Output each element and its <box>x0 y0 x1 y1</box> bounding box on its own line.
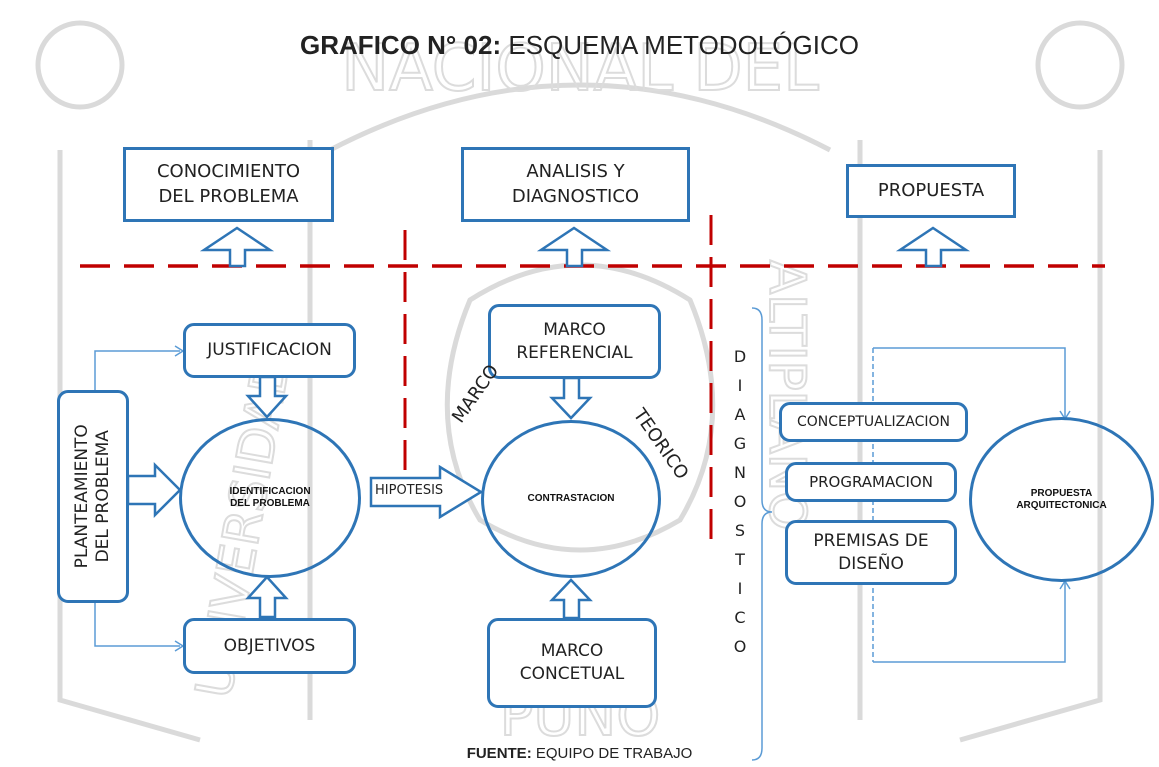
stage-box-conocimiento: CONOCIMIENTO DEL PROBLEMA <box>123 147 334 222</box>
connector-to-justificacion <box>94 350 180 390</box>
up-arrow-icon <box>199 226 275 268</box>
stage-label: PROPUESTA <box>877 179 985 201</box>
connector-loop-top <box>873 347 1066 417</box>
box-planteamiento: PLANTEAMIENTO DEL PROBLEMA <box>57 390 129 603</box>
letter: I <box>737 376 743 395</box>
propuesta-arq-label: PROPUESTA ARQUITECTONICA <box>1016 487 1107 511</box>
title-text: ESQUEMA METODOLÓGICO <box>508 30 859 60</box>
diagnostico-vertical-label: D I A G N O S T I C O <box>728 342 752 661</box>
box-objetivos: OBJETIVOS <box>183 618 356 674</box>
letter: D <box>733 347 747 366</box>
objetivos-label: OBJETIVOS <box>223 635 316 656</box>
ellipse-identificacion: IDENTIFICACION DEL PROBLEMA <box>179 418 361 578</box>
programacion-label: PROGRAMACION <box>809 472 933 491</box>
letter: O <box>733 637 747 656</box>
premisas-label: PREMISAS DE DISEÑO <box>813 530 929 574</box>
identificacion-label: IDENTIFICACION DEL PROBLEMA <box>229 486 311 509</box>
justificacion-label: JUSTIFICACION <box>207 340 332 361</box>
hipotesis-arrow-icon <box>369 464 484 520</box>
planteamiento-label: PLANTEAMIENTO DEL PROBLEMA <box>71 424 113 569</box>
up-arrow-icon <box>245 575 289 619</box>
marco-referencial-label: MARCO REFERENCIAL <box>516 319 633 363</box>
box-programacion: PROGRAMACION <box>785 462 957 502</box>
box-justificacion: JUSTIFICACION <box>183 323 356 378</box>
figure-source: FUENTE: EQUIPO DE TRABAJO <box>0 745 1159 762</box>
connector-loop-bottom <box>873 582 1066 663</box>
box-conceptualizacion: CONCEPTUALIZACION <box>779 402 968 442</box>
connector-to-objetivos <box>94 603 180 647</box>
stage-label: ANALISIS Y DIAGNOSTICO <box>511 161 640 207</box>
contrastacion-label: CONTRASTACION <box>527 493 615 504</box>
letter: N <box>734 463 746 482</box>
box-marco-referencial: MARCO REFERENCIAL <box>488 304 661 379</box>
diagnostico-bracket <box>751 307 773 761</box>
up-arrow-icon <box>536 226 612 268</box>
marco-conceptual-label: MARCO CONCETUAL <box>519 641 625 684</box>
letter: G <box>733 434 747 453</box>
right-arrow-icon <box>126 461 182 519</box>
down-arrow-icon <box>549 376 593 420</box>
diagram-title: GRAFICO N° 02: ESQUEMA METODOLÓGICO <box>0 30 1159 61</box>
ellipse-contrastacion: CONTRASTACION <box>481 420 661 578</box>
up-arrow-icon <box>549 578 593 620</box>
title-label: GRAFICO N° 02: <box>300 30 502 60</box>
box-premisas: PREMISAS DE DISEÑO <box>785 520 957 585</box>
letter: A <box>734 405 746 424</box>
hipotesis-label: HIPOTESIS <box>375 483 444 498</box>
stage-label: CONOCIMIENTO DEL PROBLEMA <box>156 161 301 207</box>
box-marco-conceptual: MARCO CONCETUAL <box>487 618 657 708</box>
ellipse-propuesta-arquitectonica: PROPUESTA ARQUITECTONICA <box>969 417 1154 582</box>
conceptualizacion-label: CONCEPTUALIZACION <box>797 413 950 430</box>
letter: C <box>734 608 746 627</box>
stage-box-propuesta: PROPUESTA <box>846 164 1016 218</box>
watermark-text-top: NACIONAL DEL <box>341 32 819 106</box>
source-label: FUENTE: <box>466 745 532 762</box>
up-arrow-icon <box>895 226 971 268</box>
stage-box-analisis: ANALISIS Y DIAGNOSTICO <box>461 147 690 222</box>
letter: S <box>734 521 746 540</box>
letter: O <box>733 492 747 511</box>
letter: T <box>735 550 745 569</box>
down-arrow-icon <box>245 375 289 419</box>
letter: I <box>737 579 743 598</box>
source-text: EQUIPO DE TRABAJO <box>535 745 693 762</box>
